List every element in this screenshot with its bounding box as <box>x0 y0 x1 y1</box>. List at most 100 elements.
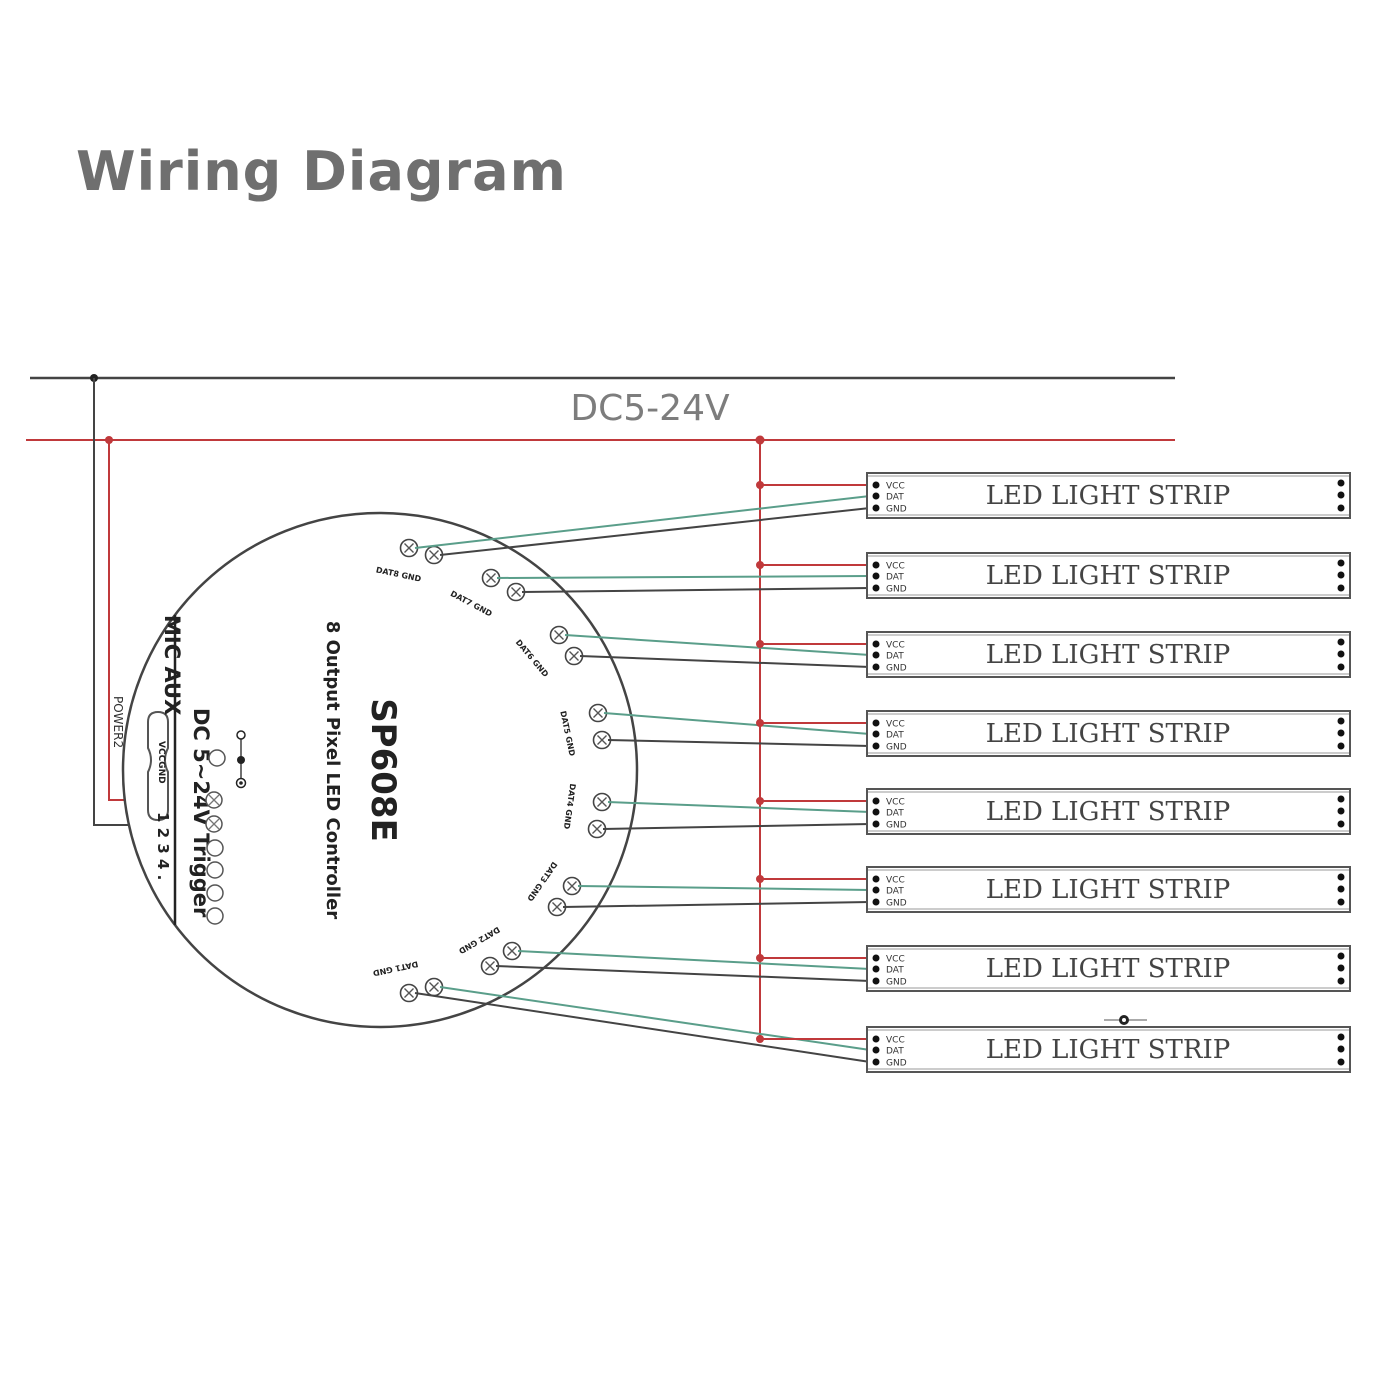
controller-body <box>121 511 639 1029</box>
strip-pin-dot <box>872 651 880 659</box>
dc-jack-icon <box>235 730 247 789</box>
gnd-wire <box>579 655 871 668</box>
dat-wire <box>577 885 871 891</box>
screw-cross-icon <box>429 982 439 992</box>
output-wires <box>414 481 871 1063</box>
vcc-junction <box>756 561 764 569</box>
dat-wire <box>439 986 871 1051</box>
strip-pin-label: VCC <box>886 955 905 965</box>
strip-pin-dot <box>872 886 880 894</box>
vcc-gnd-label: VCCGND <box>156 741 166 784</box>
strip-pin-label: DAT <box>886 966 904 976</box>
strip-pin-dot <box>872 481 880 489</box>
strip-end-dot <box>1337 898 1345 906</box>
screw-cross-icon <box>567 881 577 891</box>
strip-pin-label: GND <box>886 585 907 595</box>
vcc-junction <box>756 481 764 489</box>
strip-pin-dot <box>872 640 880 648</box>
screw-cross-icon <box>208 794 220 830</box>
strip-end-dot <box>1337 1058 1345 1066</box>
controller-subtitle: 8 Output Pixel LED Controller <box>322 621 343 919</box>
led-strip-label: LED LIGHT STRIP <box>986 640 1230 670</box>
strip-pin-dot <box>872 561 880 569</box>
strip-end-dot <box>1337 952 1345 960</box>
strip-pin-dot <box>872 572 880 580</box>
strip-pin-dot <box>872 719 880 727</box>
strip-pin-dot <box>872 820 880 828</box>
screw-cross-icon <box>569 651 579 661</box>
screw-cross-icon <box>486 573 496 583</box>
screw-cross-icon <box>552 902 562 912</box>
strip-end-dot <box>1337 873 1345 881</box>
strip-pin-label: GND <box>886 1059 907 1069</box>
gnd-wire <box>607 739 871 747</box>
dat-wire <box>496 575 871 579</box>
terminal-hole <box>206 884 224 902</box>
mic-aux-label: MIC AUX <box>160 615 184 715</box>
trigger-terminals <box>205 730 247 925</box>
led-strip-label: LED LIGHT STRIP <box>986 954 1230 984</box>
strip-pin-label: VCC <box>886 720 905 730</box>
strip-pin-label: DAT <box>886 1047 904 1057</box>
screw-cross-icon <box>597 735 607 745</box>
strip-pin-dot <box>872 1058 880 1066</box>
strip-pin-label: VCC <box>886 482 905 492</box>
led-strip-body <box>866 788 1351 835</box>
strip-pin-dot <box>872 954 880 962</box>
strip-end-dot <box>1337 742 1345 750</box>
screw-cross-icon <box>404 543 414 553</box>
terminal-hole <box>208 749 226 767</box>
cursor-icon <box>1104 1015 1147 1025</box>
strip-pin-dot <box>872 808 880 816</box>
strip-pin-label: DAT <box>886 573 904 583</box>
led-strip-label: LED LIGHT STRIP <box>986 797 1230 827</box>
controller-labels: SP608E 8 Output Pixel LED Controller DC … <box>111 615 403 919</box>
trigger-label: DC 5~24V Trigger <box>189 708 213 918</box>
strip-pin-label: VCC <box>886 1036 905 1046</box>
strip-pin-label: GND <box>886 505 907 515</box>
strip-end-dot <box>1337 977 1345 985</box>
controller: SP608E 8 Output Pixel LED Controller DC … <box>111 511 639 1029</box>
led-strip-label: LED LIGHT STRIP <box>986 1035 1230 1065</box>
strip-pin-dot <box>872 797 880 805</box>
strip-pin-label: VCC <box>886 798 905 808</box>
strip-end-dot <box>1337 584 1345 592</box>
strip-pin-label: DAT <box>886 809 904 819</box>
strip-pin-dot <box>872 875 880 883</box>
strip-pin-dot <box>872 730 880 738</box>
strip-end-dot <box>1337 650 1345 658</box>
vcc-junction <box>756 719 764 727</box>
led-strip-body <box>866 472 1351 519</box>
strip-pin-label: VCC <box>886 641 905 651</box>
strip-pin-dot <box>872 965 880 973</box>
screw-cross-icon <box>485 961 495 971</box>
screw-cross-icon <box>554 630 564 640</box>
strip-end-dot <box>1337 479 1345 487</box>
strip-pin-dot <box>872 898 880 906</box>
gnd-wire <box>521 587 871 593</box>
strip-pin-label: DAT <box>886 887 904 897</box>
screw-cross-icon <box>593 708 603 718</box>
terminal-hole <box>206 907 224 925</box>
led-strip-body <box>866 1026 1351 1073</box>
gnd-wire <box>562 901 871 908</box>
strip-pin-label: VCC <box>886 876 905 886</box>
strip-pin-dot <box>872 742 880 750</box>
strip-pin-label: DAT <box>886 652 904 662</box>
strip-pin-label: VCC <box>886 562 905 572</box>
mounting-slot <box>147 710 169 822</box>
strip-end-dot <box>1337 663 1345 671</box>
strip-end-dot <box>1337 1033 1345 1041</box>
supply-rails: DC5-24V <box>26 374 1175 445</box>
strip-pin-label: GND <box>886 978 907 988</box>
strip-pin-label: GND <box>886 899 907 909</box>
strip-pin-label: DAT <box>886 731 904 741</box>
led-strip-body <box>866 552 1351 599</box>
strip-end-dot <box>1337 559 1345 567</box>
